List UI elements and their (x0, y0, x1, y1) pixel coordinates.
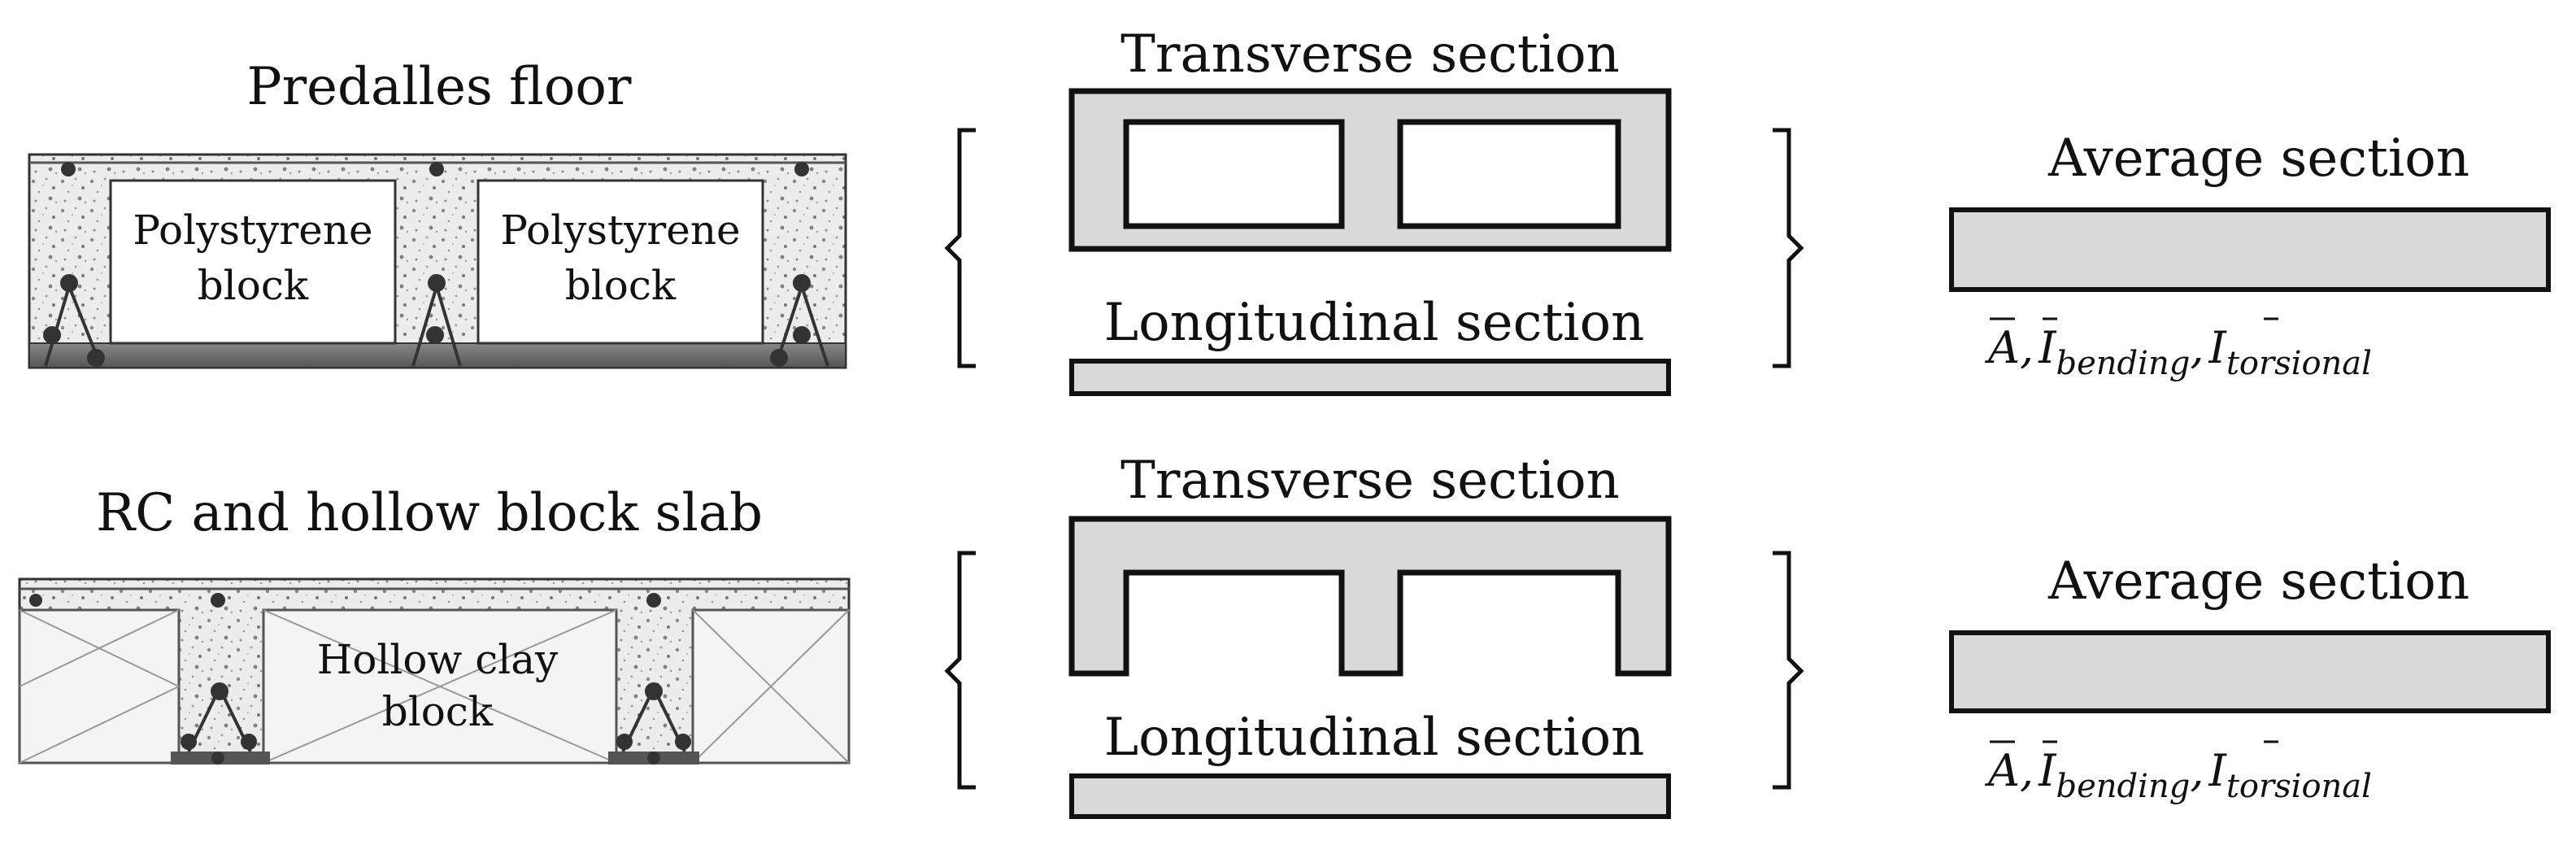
torsional-subscript: torsional (2226, 345, 2372, 382)
bending-subscript: bending (2056, 768, 2191, 805)
average-formula: A,Ibending,Itorsional (1984, 740, 2372, 805)
top-bars (29, 593, 661, 608)
area-symbol: A (1984, 745, 2020, 796)
hollow-block-slab-drawing: Hollow clay block (18, 577, 851, 765)
block-2-line-1: Polystyrene (500, 207, 740, 254)
svg-text:A,Ibending,Itorsional: A,Ibending,Itorsional (1984, 745, 2372, 805)
transverse-section-ribbed (1068, 516, 1672, 677)
hollow-clay-block-right (691, 608, 851, 765)
formula-comma-2: , (2190, 745, 2204, 796)
formula-comma: , (2020, 322, 2034, 373)
longitudinal-section (1069, 359, 1671, 396)
bending-inertia-symbol: I (2038, 322, 2057, 373)
area-symbol: A (1984, 322, 2020, 373)
average-section (1949, 630, 2551, 713)
predalles-floor-drawing: Polystyrene block Polystyrene block (28, 153, 847, 369)
floor-title: RC and hollow block slab (96, 483, 763, 543)
left-brace (944, 128, 976, 368)
joist-truss-1 (181, 682, 257, 765)
block-1-line-2: block (198, 262, 309, 309)
row-predalles: Predalles floor Polystyrene block Polyst… (28, 24, 2551, 396)
average-section (1949, 207, 2551, 292)
torsional-inertia-symbol: I (2208, 322, 2228, 373)
right-brace (1773, 128, 1804, 368)
formula-comma: , (2020, 745, 2034, 796)
average-title: Average section (2047, 129, 2469, 189)
hollow-clay-block-left (18, 608, 181, 765)
average-title: Average section (2047, 551, 2469, 612)
torsional-inertia-symbol: I (2208, 745, 2228, 796)
block-line-1: Hollow clay (317, 636, 559, 683)
bending-inertia-symbol: I (2038, 745, 2057, 796)
transverse-title: Transverse section (1120, 451, 1620, 511)
left-brace (944, 551, 976, 790)
bending-subscript: bending (2056, 345, 2191, 382)
torsional-subscript: torsional (2226, 768, 2372, 805)
polystyrene-block-1 (109, 179, 397, 345)
lattice-truss-1 (43, 274, 105, 367)
row-hollow-block: RC and hollow block slab Hollow cla (18, 451, 2551, 819)
lattice-truss-2 (411, 274, 462, 367)
longitudinal-title: Longitudinal section (1104, 293, 1645, 353)
block-line-2: block (382, 688, 494, 735)
floor-title: Predalles floor (247, 57, 632, 117)
average-formula: A,Ibending,Itorsional (1984, 317, 2372, 382)
block-1-line-1: Polystyrene (133, 207, 372, 254)
hollow-clay-block-center (262, 608, 618, 765)
transverse-title: Transverse section (1120, 24, 1620, 85)
joist-truss-2 (616, 682, 691, 765)
top-bars (61, 162, 809, 176)
predalle-plate (28, 342, 846, 368)
longitudinal-section (1069, 773, 1671, 819)
lattice-truss-3 (770, 274, 829, 367)
polystyrene-block-2 (476, 179, 764, 345)
block-2-line-2: block (565, 262, 677, 309)
transverse-section-hollow (1068, 88, 1672, 252)
right-brace (1773, 551, 1804, 790)
svg-text:A,Ibending,Itorsional: A,Ibending,Itorsional (1984, 322, 2372, 382)
formula-comma-2: , (2190, 322, 2204, 373)
longitudinal-title: Longitudinal section (1104, 708, 1645, 768)
